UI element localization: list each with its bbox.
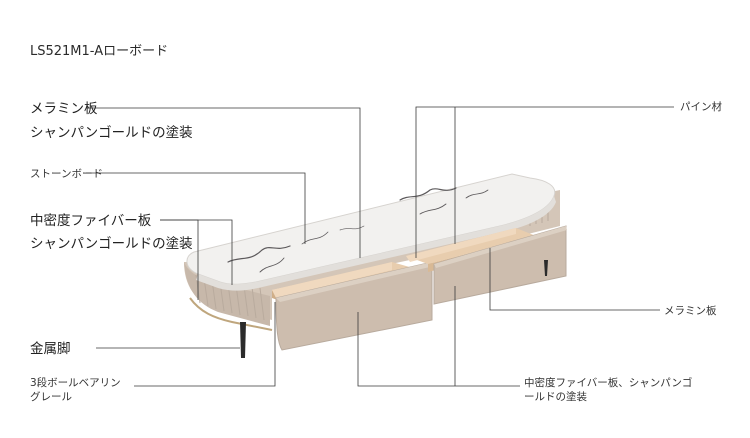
callout-lines	[86, 106, 674, 387]
label-champagne-paint-2: シャンパンゴールドの塗装	[30, 236, 193, 252]
stone-top	[186, 173, 556, 291]
metal-legs	[240, 260, 548, 358]
marble-veins	[227, 187, 489, 273]
label-melamine-left: メラミン板	[30, 101, 98, 117]
label-champagne-paint-1: シャンパンゴールドの塗装	[30, 125, 193, 141]
product-title: LS521M1-Aローボード	[30, 44, 169, 59]
label-mdf-bottom-line2: ールドの塗装	[524, 391, 587, 403]
label-melamine-right: メラミン板	[664, 305, 717, 317]
label-mdf-bottom-line1: 中密度ファイバー板、シャンパンゴ	[524, 377, 693, 389]
drawer-right	[406, 225, 567, 305]
drawer-left	[272, 261, 434, 351]
label-metal-legs: 金属脚	[30, 341, 71, 357]
label-rail-line1: 3段ボールベアリン	[30, 377, 121, 389]
label-mdf-left: 中密度ファイバー板	[30, 213, 152, 229]
label-pine: パイン材	[680, 101, 722, 113]
label-rail-line2: グレール	[30, 391, 72, 403]
label-stone-board: ストーンボード	[30, 168, 103, 180]
